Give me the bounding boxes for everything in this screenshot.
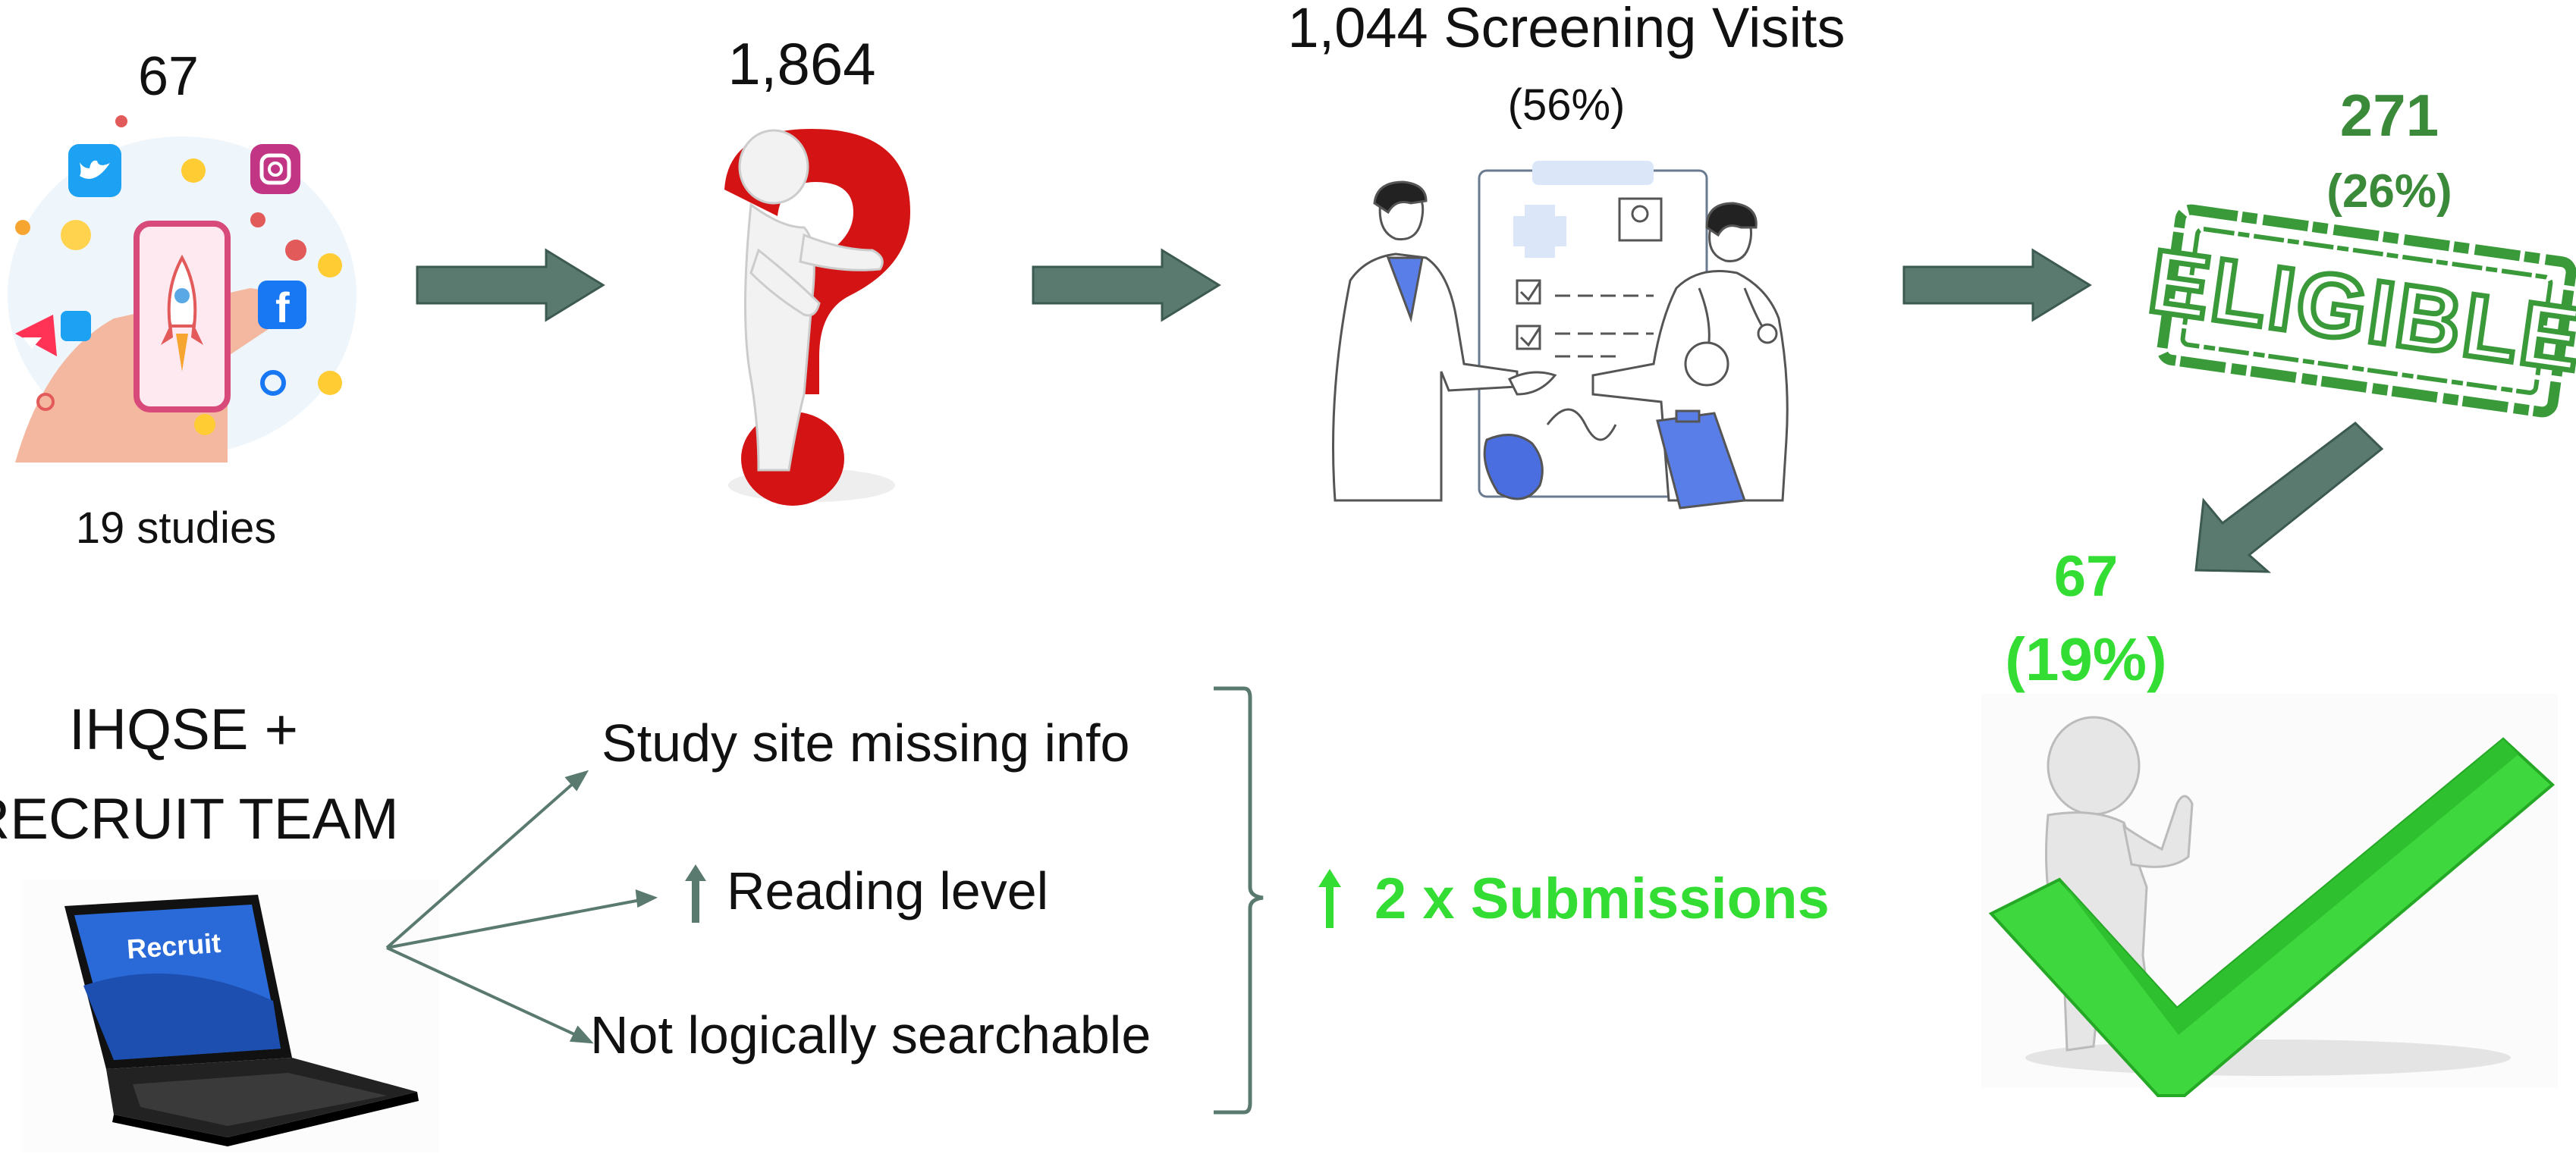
question-mark-person-icon (724, 129, 910, 506)
result-submissions: 2 x Submissions (1374, 867, 1830, 931)
laptop-label: Recruit (126, 927, 222, 965)
brace-icon (1214, 686, 1264, 1115)
up-arrow-icon (685, 864, 706, 923)
flow-arrow-3 (1902, 248, 2092, 322)
step3-title: 1,044 Screening Visits (1287, 0, 1846, 59)
team-line2: RECRUIT TEAM (0, 787, 399, 851)
step5-count: 67 (2053, 544, 2119, 609)
step2-count: 1,864 (727, 30, 876, 97)
step1-count: 67 (137, 46, 199, 107)
issue-missing-info: Study site missing info (602, 713, 1130, 773)
issue-reading-level: Reading level (727, 861, 1049, 920)
flow-arrow-1 (416, 248, 605, 322)
step5-percent: (19%) (2005, 626, 2167, 693)
checkmark-person-icon (1981, 694, 2558, 1097)
up-arrow-icon (1318, 869, 1341, 928)
svg-text:f: f (275, 284, 290, 331)
team-line1: IHQSE + (69, 698, 298, 762)
issue-not-searchable: Not logically searchable (590, 1005, 1151, 1065)
eligible-stamp-icon: ELIGIBLE (2141, 204, 2576, 418)
fanout-arrows (385, 770, 658, 1044)
social-media-phone-icon: f (8, 115, 357, 463)
flow-arrow-diagonal (2194, 422, 2384, 573)
step3-percent: (56%) (1507, 80, 1626, 130)
step4-count: 271 (2339, 82, 2439, 149)
flow-arrow-2 (1032, 248, 1221, 322)
laptop-icon: Recruit (21, 880, 438, 1152)
step1-caption: 19 studies (75, 503, 277, 553)
step4-percent: (26%) (2326, 165, 2452, 218)
doctor-handshake-icon (1332, 161, 1789, 510)
